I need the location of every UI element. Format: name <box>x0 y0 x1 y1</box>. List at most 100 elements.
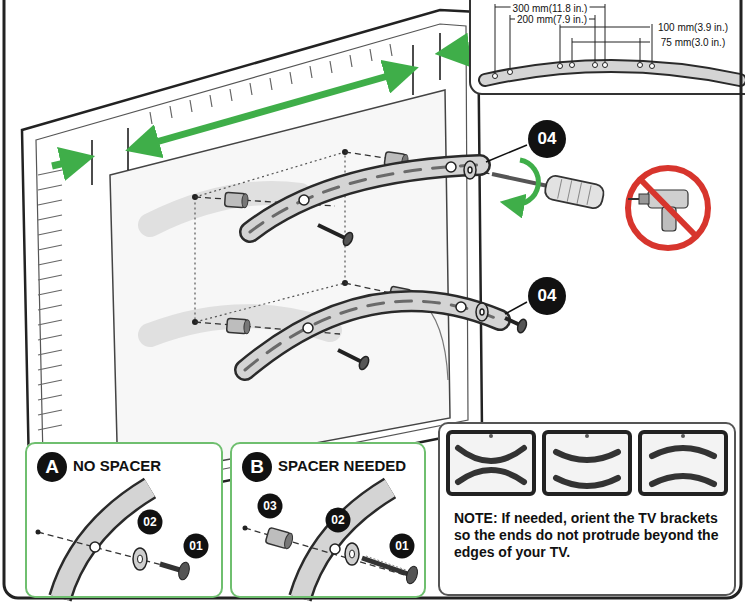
screwdriver <box>544 174 606 210</box>
tv-back <box>38 365 62 370</box>
wall-plate-brackets <box>245 301 500 370</box>
orientation-icons <box>652 448 714 456</box>
wall-plate-brackets <box>250 165 480 232</box>
step-badge: A <box>37 452 67 482</box>
wall-plate-brackets <box>245 301 500 370</box>
hole-pattern <box>195 152 345 322</box>
tv-back <box>38 410 62 415</box>
no-drill-sign <box>628 168 708 248</box>
orientation-icons <box>489 434 685 438</box>
spacers <box>241 194 248 208</box>
tv-back <box>38 350 62 355</box>
dimension-label: 75 mm(3.0 in.) <box>659 37 727 48</box>
dimension-label: 200 mm(7.9 in.) <box>515 14 589 25</box>
detail-no-spacer <box>160 564 180 570</box>
detail-spacer-needed <box>345 543 359 565</box>
width-guides <box>92 33 440 185</box>
wall-plate-brackets <box>245 165 500 370</box>
dimension-label: 300 mm(11.8 in.) <box>511 3 590 14</box>
detail-no-spacer <box>177 561 191 581</box>
orientation-icons <box>489 434 493 438</box>
panel-heading: NO SPACER <box>73 457 161 474</box>
orientation-icons <box>448 432 534 494</box>
hole-spacing-inset <box>495 4 652 73</box>
washers-and-screws <box>476 303 488 321</box>
washers-and-screws <box>516 318 528 334</box>
washers-and-screws <box>341 231 354 247</box>
orientation-icons <box>556 452 618 460</box>
hole-spacing-inset <box>510 15 511 69</box>
detail-panel: A NO SPACER <box>25 442 223 598</box>
detail-spacer-needed <box>350 550 355 558</box>
tv-back <box>38 290 62 295</box>
bracket-holes <box>456 302 466 312</box>
width-guides <box>52 33 470 185</box>
tv-back <box>330 61 332 73</box>
hole-spacing-inset <box>508 70 513 75</box>
washers-and-screws <box>464 161 476 179</box>
screwdriver <box>512 160 538 204</box>
width-guides <box>439 33 441 80</box>
tv-back <box>110 90 450 480</box>
detail-no-spacer <box>138 555 143 563</box>
hole-pattern <box>195 152 345 322</box>
hole-spacing-inset <box>650 64 655 69</box>
dimension-label: 100 mm(3.9 in.) <box>656 22 730 33</box>
detail-spacer-needed <box>283 532 294 549</box>
detail-spacer-needed <box>330 544 340 554</box>
screwdriver <box>587 185 591 205</box>
callout-leaders <box>486 145 527 162</box>
hole-spacing-inset <box>593 63 598 68</box>
detail-no-spacer <box>36 488 192 598</box>
tv-back <box>150 112 152 124</box>
callout-leaders <box>486 145 527 314</box>
washers-and-screws <box>318 161 528 371</box>
orientation-icons <box>652 476 714 484</box>
tv-back <box>390 44 392 56</box>
width-guides <box>412 45 414 95</box>
callout-number: 02 <box>326 508 351 533</box>
tv-back <box>270 78 272 90</box>
detail-panels <box>230 442 426 598</box>
screwdriver <box>577 182 582 204</box>
detail-spacer-needed <box>243 526 248 531</box>
orientation-icons <box>458 470 524 482</box>
tv-back <box>230 89 232 101</box>
tv-back <box>370 49 372 61</box>
detail-no-spacer <box>60 488 150 598</box>
tv-back <box>38 320 62 325</box>
bracket-holes <box>299 195 309 205</box>
outer-frame <box>4 0 741 598</box>
hole-spacing-inset <box>605 4 606 62</box>
callout-number: 04 <box>528 277 566 315</box>
detail-no-spacer <box>36 530 41 535</box>
hole-spacing-inset <box>485 66 740 80</box>
wall-plate-brackets <box>250 165 480 232</box>
washers-and-screws <box>480 309 484 315</box>
orientation-icons <box>544 432 630 494</box>
wall-plate-brackets <box>250 165 480 232</box>
orientation-icons <box>681 434 685 438</box>
bracket-holes <box>299 162 466 333</box>
screwdriver <box>558 179 562 199</box>
tv-back <box>38 200 62 205</box>
detail-spacer-needed <box>362 558 408 574</box>
tv-back <box>38 215 62 220</box>
note-text: NOTE: If needed, orient the TV brackets … <box>454 510 724 561</box>
detail-spacer-needed <box>404 565 419 585</box>
detail-no-spacer <box>60 488 150 598</box>
width-guides <box>127 128 129 170</box>
tv-back <box>38 335 62 340</box>
panel-heading: SPACER NEEDED <box>278 457 406 474</box>
spacers <box>225 192 249 208</box>
width-guides <box>452 50 470 52</box>
callout-number: 01 <box>390 534 415 559</box>
tv-back <box>38 185 62 190</box>
detail-panels <box>438 422 736 596</box>
tv-back <box>210 95 212 107</box>
orientation-icons <box>448 432 726 494</box>
hole-spacing-inset <box>570 63 575 68</box>
screwdriver <box>567 180 572 202</box>
hole-spacing-inset <box>470 0 745 94</box>
